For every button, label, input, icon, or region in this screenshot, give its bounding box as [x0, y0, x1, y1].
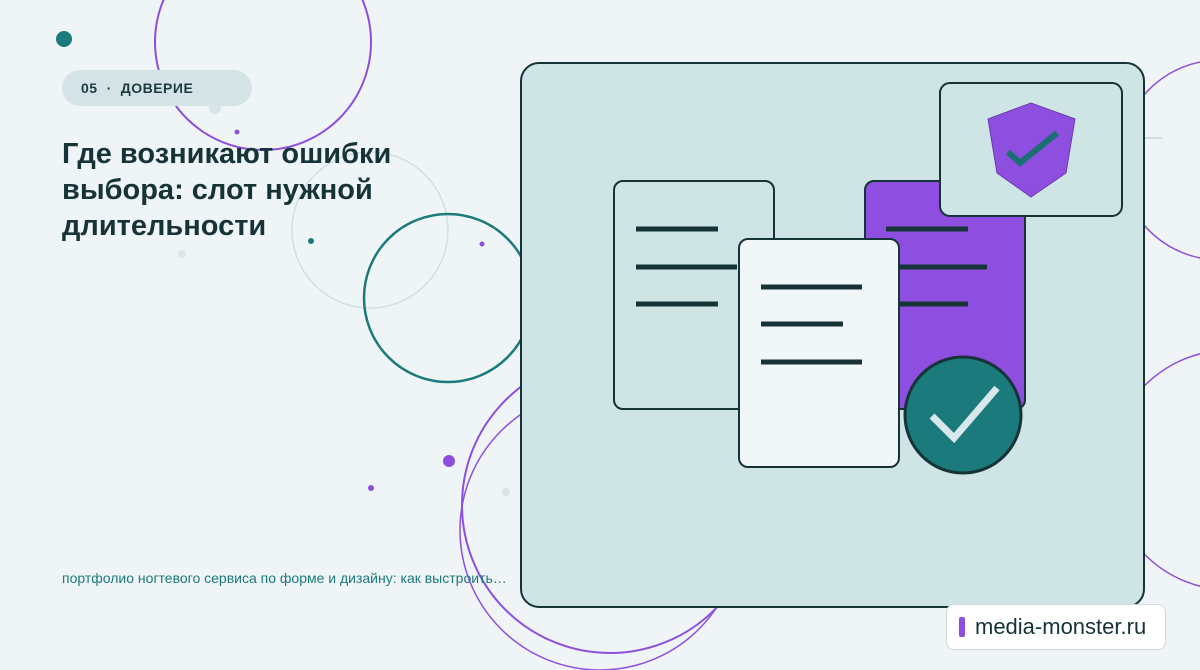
section-number: 05	[81, 80, 98, 96]
section-label: ДОВЕРИЕ	[120, 80, 194, 96]
section-badge: 05 · ДОВЕРИЕ	[62, 70, 252, 106]
check-circle-icon	[903, 355, 1023, 475]
site-link[interactable]: media-monster.ru	[946, 604, 1166, 650]
document-icon	[613, 180, 775, 410]
accent-bar	[959, 617, 965, 637]
badge-separator: ·	[106, 80, 112, 96]
site-name: media-monster.ru	[975, 614, 1147, 639]
page-title: Где возникают ошибки выбора: слот нужной…	[62, 136, 462, 244]
title-line-1: Где возникают ошибки	[62, 138, 392, 170]
shield-card	[939, 82, 1123, 217]
document-icon	[738, 238, 900, 468]
title-line-3: длительности	[62, 210, 267, 242]
article-caption: портфолио ногтевого сервиса по форме и д…	[62, 570, 507, 586]
title-line-2: выбора: слот нужной	[62, 174, 373, 206]
shield-check-icon	[987, 102, 1076, 198]
